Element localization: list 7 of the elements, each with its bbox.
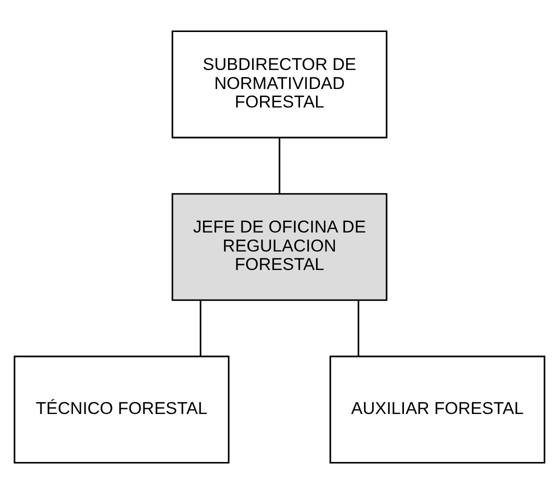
node-box: JEFE DE OFICINA DE REGULACION FORESTAL <box>172 193 388 301</box>
connector <box>358 300 360 356</box>
node-box: SUBDIRECTOR DE NORMATIVIDAD FORESTAL <box>172 30 388 138</box>
connector <box>278 138 280 194</box>
node-box: AUXILIAR FORESTAL <box>330 356 546 464</box>
node-box: TÉCNICO FORESTAL <box>14 356 230 464</box>
connector <box>200 300 202 356</box>
